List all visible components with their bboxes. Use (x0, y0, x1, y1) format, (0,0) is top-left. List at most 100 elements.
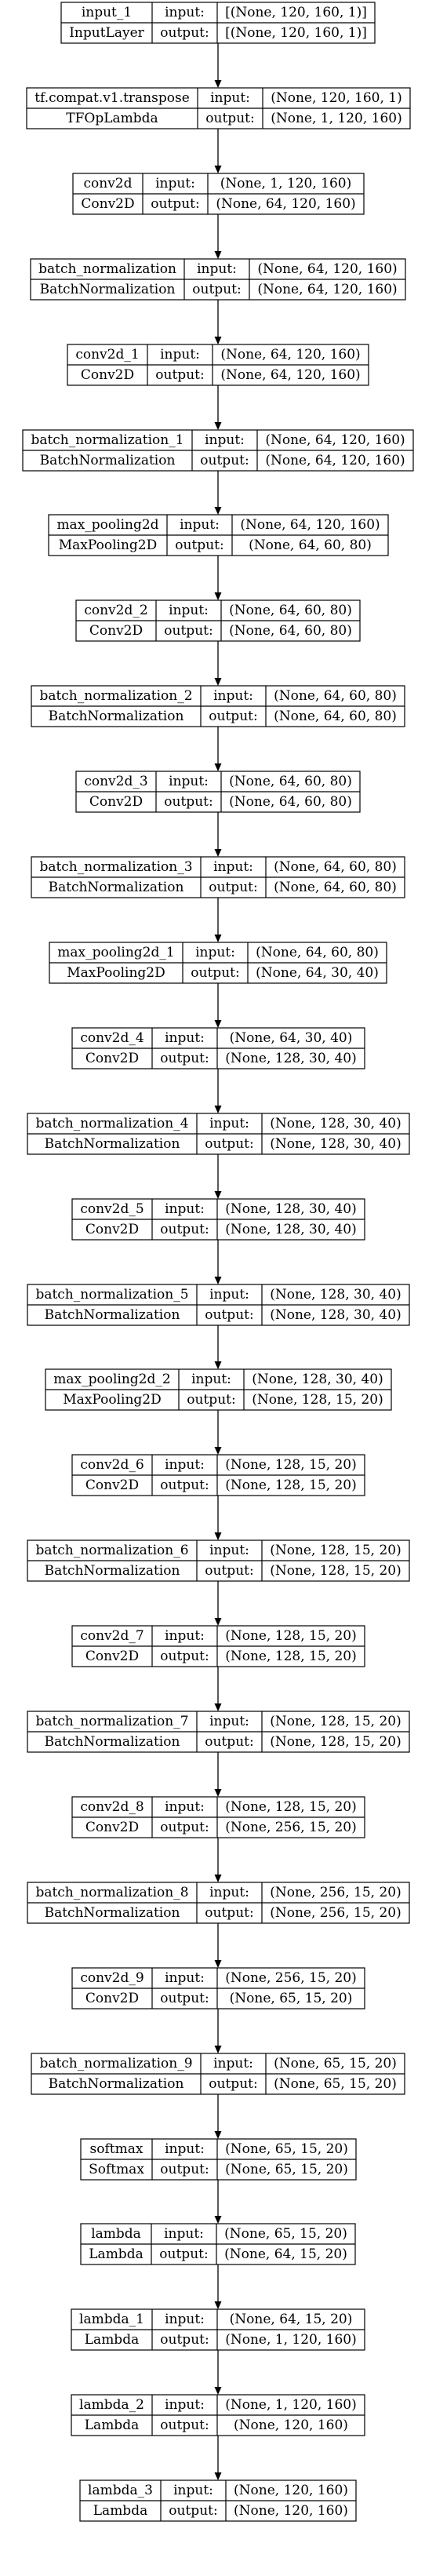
edge-arrow (214, 214, 222, 259)
layer-name: lambda_3 (88, 2483, 153, 2498)
layer-name: conv2d_5 (80, 1201, 144, 1217)
layer-name: lambda (91, 2226, 141, 2242)
arrow-head-icon (214, 592, 222, 600)
input-shape: (None, 120, 160, 1) (271, 90, 402, 106)
output-shape: (None, 128, 30, 40) (225, 1051, 357, 1066)
input-shape: (None, 128, 15, 20) (225, 1799, 357, 1815)
edge-arrow (214, 1410, 222, 1455)
arrow-head-icon (214, 935, 222, 942)
output-label: output: (209, 880, 257, 895)
input-label: input: (205, 432, 245, 448)
edge-arrow (214, 641, 222, 686)
layer-type: BatchNormalization (40, 453, 176, 468)
edge-arrow (214, 1838, 222, 1882)
edge-arrow (214, 983, 222, 1028)
output-shape: (None, 1, 120, 160) (271, 111, 402, 126)
input-label: input: (165, 1970, 205, 1986)
output-shape: (None, 64, 60, 80) (249, 537, 372, 553)
output-shape: (None, 128, 30, 40) (225, 1222, 357, 1237)
edge-arrow (214, 2180, 222, 2224)
output-label: output: (160, 1649, 209, 1664)
input-shape: (None, 64, 120, 160) (257, 261, 397, 277)
layer-type: BatchNormalization (49, 880, 184, 895)
edge-arrow (214, 300, 222, 344)
input-shape: (None, 128, 15, 20) (225, 1457, 357, 1473)
layer-node: tf.compat.v1.transposeTFOpLambdainput:ou… (26, 87, 411, 129)
layer-type: BatchNormalization (45, 1563, 180, 1579)
output-shape: (None, 64, 120, 160) (265, 453, 405, 468)
layer-name: input_1 (82, 5, 132, 20)
output-label: output: (160, 1820, 209, 1835)
input-label: input: (209, 1714, 249, 1729)
input-label: input: (169, 774, 209, 789)
layer-type: Conv2D (85, 1222, 139, 1237)
input-shape: (None, 1, 120, 160) (225, 2397, 357, 2413)
layer-name: softmax (90, 2141, 144, 2157)
layer-name: lambda_2 (79, 2397, 144, 2413)
output-label: output: (175, 537, 223, 553)
layer-name: batch_normalization_6 (35, 1543, 188, 1558)
arrow-head-icon (214, 2301, 222, 2309)
input-shape: (None, 64, 60, 80) (229, 774, 352, 789)
layer-type: BatchNormalization (45, 1734, 180, 1750)
layer-name: tf.compat.v1.transpose (35, 90, 190, 106)
output-label: output: (164, 794, 213, 810)
input-label: input: (209, 1287, 249, 1303)
input-shape: (None, 65, 15, 20) (224, 2226, 347, 2242)
layer-name: batch_normalization (38, 261, 176, 277)
arrow-head-icon (214, 1106, 222, 1113)
output-shape: (None, 120, 160) (234, 2418, 348, 2433)
input-shape: (None, 64, 120, 160) (220, 347, 360, 363)
output-shape: (None, 64, 15, 20) (224, 2246, 347, 2262)
output-shape: (None, 256, 15, 20) (225, 1820, 357, 1835)
output-label: output: (160, 2418, 209, 2433)
input-label: input: (165, 2312, 205, 2327)
input-shape: (None, 128, 15, 20) (270, 1543, 401, 1558)
output-label: output: (205, 1905, 253, 1921)
output-label: output: (205, 1136, 253, 1152)
arrow-head-icon (214, 1703, 222, 1711)
input-label: input: (165, 5, 205, 20)
layer-type: BatchNormalization (45, 1307, 180, 1323)
input-shape: (None, 65, 15, 20) (274, 2056, 397, 2071)
edge-arrow (214, 129, 222, 173)
input-shape: (None, 120, 160) (234, 2483, 348, 2498)
layer-type: BatchNormalization (45, 1136, 180, 1152)
output-label: output: (191, 965, 239, 981)
edge-arrow (214, 727, 222, 771)
layer-name: conv2d_3 (84, 774, 147, 789)
output-label: output: (209, 709, 257, 724)
output-shape: (None, 128, 30, 40) (270, 1136, 401, 1152)
output-label: output: (169, 2503, 217, 2519)
input-shape: (None, 65, 15, 20) (225, 2141, 348, 2157)
output-shape: (None, 1, 120, 160) (225, 2332, 357, 2348)
input-shape: (None, 64, 120, 160) (240, 517, 380, 533)
input-label: input: (169, 603, 209, 618)
layer-node: batch_normalization_8BatchNormalizationi… (27, 1882, 410, 1924)
output-label: output: (164, 623, 213, 639)
input-label: input: (197, 261, 237, 277)
arrow-head-icon (214, 1618, 222, 1626)
layer-name: batch_normalization_5 (35, 1287, 188, 1303)
layer-type: Lambda (93, 2503, 147, 2519)
layer-name: batch_normalization_9 (39, 2056, 192, 2071)
output-shape: (None, 64, 120, 160) (216, 196, 355, 212)
layer-type: TFOpLambda (66, 111, 158, 126)
layer-type: BatchNormalization (45, 1905, 180, 1921)
layer-node: batch_normalization_9BatchNormalizationi… (31, 2053, 405, 2095)
layer-name: conv2d_9 (80, 1970, 144, 1986)
input-label: input: (213, 859, 253, 875)
edge-arrow (214, 1240, 222, 1284)
layer-type: InputLayer (69, 25, 144, 41)
arrow-head-icon (214, 1789, 222, 1797)
layer-type: Conv2D (85, 1991, 139, 2006)
edge-arrow (214, 1667, 222, 1711)
edge-arrow (214, 2264, 222, 2309)
